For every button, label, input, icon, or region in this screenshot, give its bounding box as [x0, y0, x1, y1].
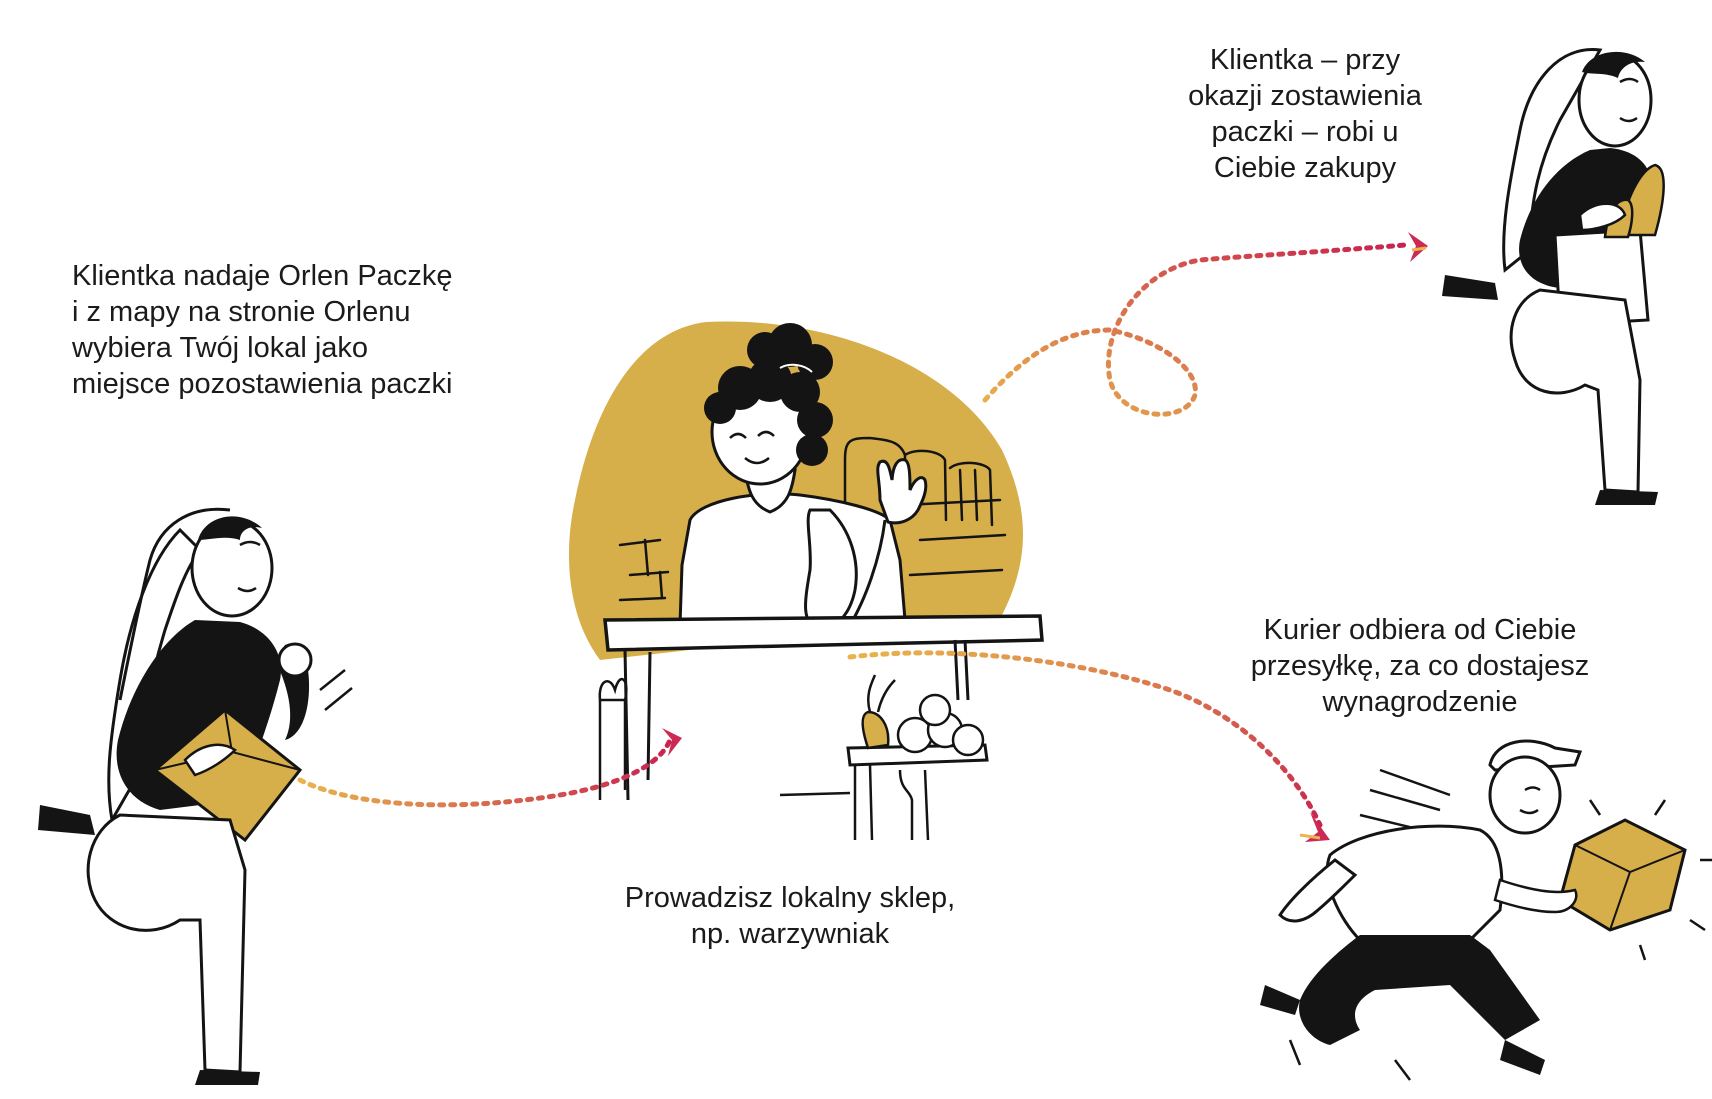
arrowhead-shop [662, 728, 682, 756]
courier-body [1325, 824, 1504, 942]
step-courier-caption: Kurier odbiera od Ciebie przesyłkę, za c… [1250, 614, 1590, 718]
step-send-caption: Klientka nadaje Orlen Paczkę i z mapy na… [72, 260, 453, 400]
step-shopping-caption: Klientka – przy okazji zostawienia paczk… [1188, 44, 1422, 184]
shop-counter [603, 614, 1044, 652]
arrowheads [662, 232, 1428, 842]
arrowhead-courier [1305, 812, 1330, 842]
customer-shopping-illustration [1442, 48, 1665, 505]
courier-illustration [1260, 739, 1712, 1081]
shopkeeper-hair [704, 323, 833, 466]
arrow-shop-to-courier [847, 650, 1323, 828]
arrowhead-shopping [1408, 232, 1428, 262]
courier-parcel [1558, 818, 1687, 932]
arrow-shop-to-shopping [982, 242, 1408, 417]
arrow-send-to-shop [297, 737, 673, 808]
flow-arrows [297, 242, 1408, 828]
shop-illustration [568, 321, 1044, 841]
step-shop-caption: Prowadzisz lokalny sklep, np. warzywniak [624, 882, 956, 950]
customer-sending-illustration [38, 507, 353, 1085]
courier-trousers [1299, 935, 1540, 1045]
shopkeeper-body [678, 492, 907, 627]
